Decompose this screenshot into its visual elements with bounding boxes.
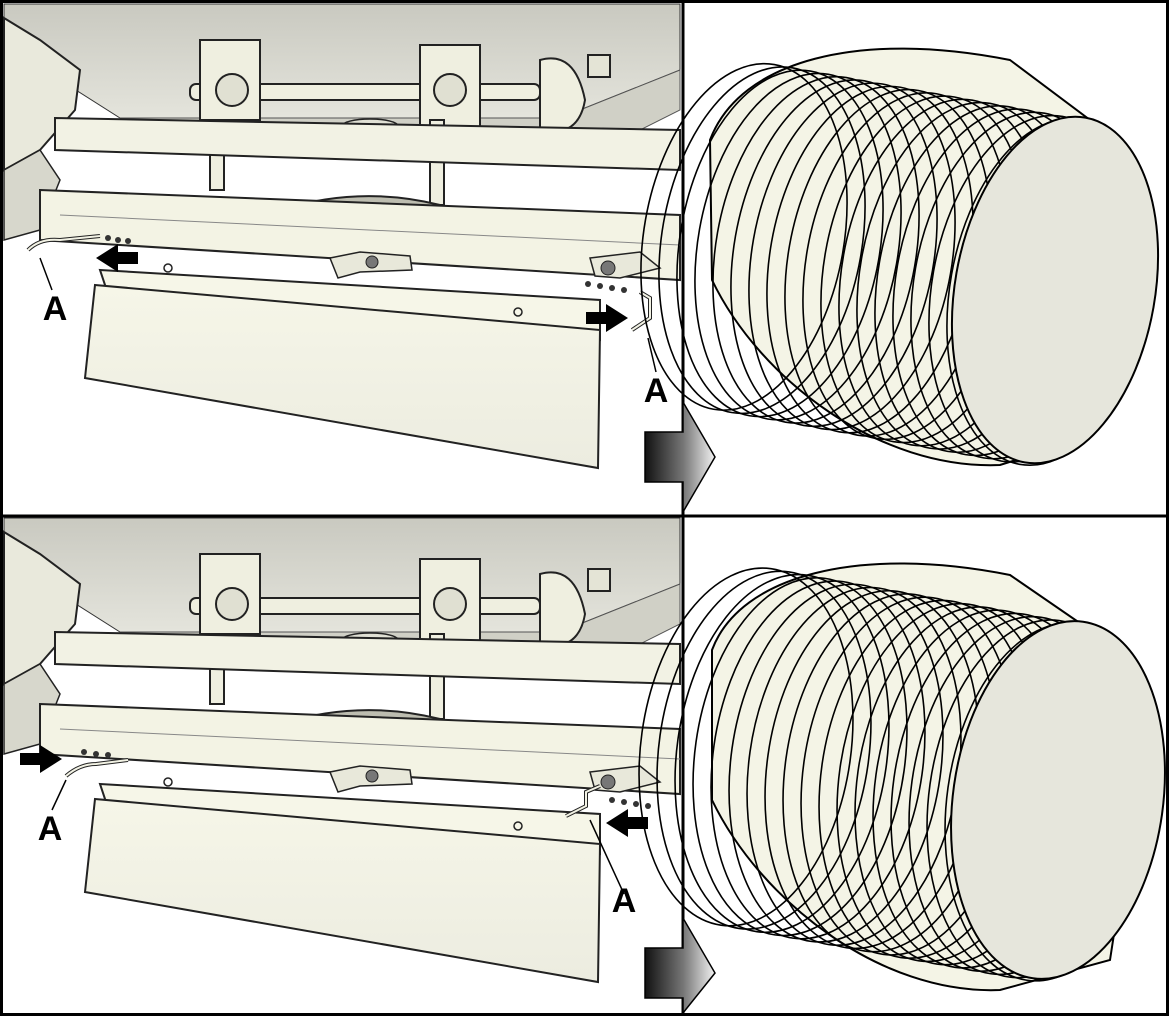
callout-label-a: A <box>644 372 669 410</box>
bale-wrap-ring <box>712 75 920 424</box>
callout-label-a: A <box>612 882 637 920</box>
push-right-arrow <box>586 304 628 332</box>
machine-illustration-bottom <box>3 517 681 984</box>
bale-wrap-ring <box>730 79 938 428</box>
next-step-arrow-icon <box>644 399 716 515</box>
machine-illustration-top <box>3 3 681 470</box>
next-step-arrow-icon <box>644 915 716 1016</box>
bale-wrap-ring <box>676 69 884 418</box>
bale-wrap-ring <box>674 573 890 934</box>
bale-wrap-ring <box>658 66 866 415</box>
push-right-arrow <box>20 745 62 773</box>
bale-wrapped-spread <box>638 562 1166 992</box>
bale-wrap-ring <box>640 62 848 411</box>
bale-wrap-ring <box>692 576 908 937</box>
bale-wrap-ring <box>638 567 854 927</box>
push-left-arrow <box>606 809 648 837</box>
bale-wrap-ring <box>748 82 956 431</box>
bale-wrap-ring <box>728 583 944 943</box>
callout-label-a: A <box>43 290 68 328</box>
bale-wrap-ring <box>710 580 926 940</box>
bale-wrap-ring <box>694 72 902 421</box>
bale-wrapped-tight <box>640 47 1160 467</box>
callout-label-a: A <box>38 810 63 848</box>
push-left-arrow <box>96 244 138 272</box>
bale-wrap-ring <box>656 570 872 930</box>
